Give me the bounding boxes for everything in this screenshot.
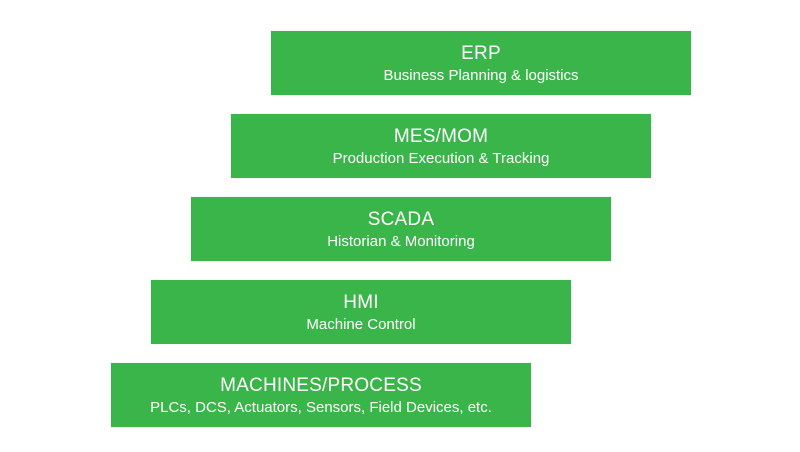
level-subtitle: Historian & Monitoring	[327, 232, 475, 250]
level-hmi-block: HMI Machine Control	[151, 280, 571, 344]
level-mes-mom-block: MES/MOM Production Execution & Tracking	[231, 114, 651, 178]
level-title: HMI	[343, 291, 379, 313]
level-title: MES/MOM	[393, 125, 489, 147]
level-title: MACHINES/PROCESS	[220, 374, 422, 396]
level-machines-process-block: MACHINES/PROCESS PLCs, DCS, Actuators, S…	[111, 363, 531, 427]
level-scada-block: SCADA Historian & Monitoring	[191, 197, 611, 261]
level-subtitle: Machine Control	[306, 315, 416, 333]
level-title: SCADA	[367, 208, 435, 230]
level-subtitle: Business Planning & logistics	[383, 66, 579, 84]
level-subtitle: Production Execution & Tracking	[332, 149, 550, 167]
level-erp-block: ERP Business Planning & logistics	[271, 31, 691, 95]
level-title: ERP	[461, 42, 501, 64]
level-subtitle: PLCs, DCS, Actuators, Sensors, Field Dev…	[150, 398, 492, 416]
